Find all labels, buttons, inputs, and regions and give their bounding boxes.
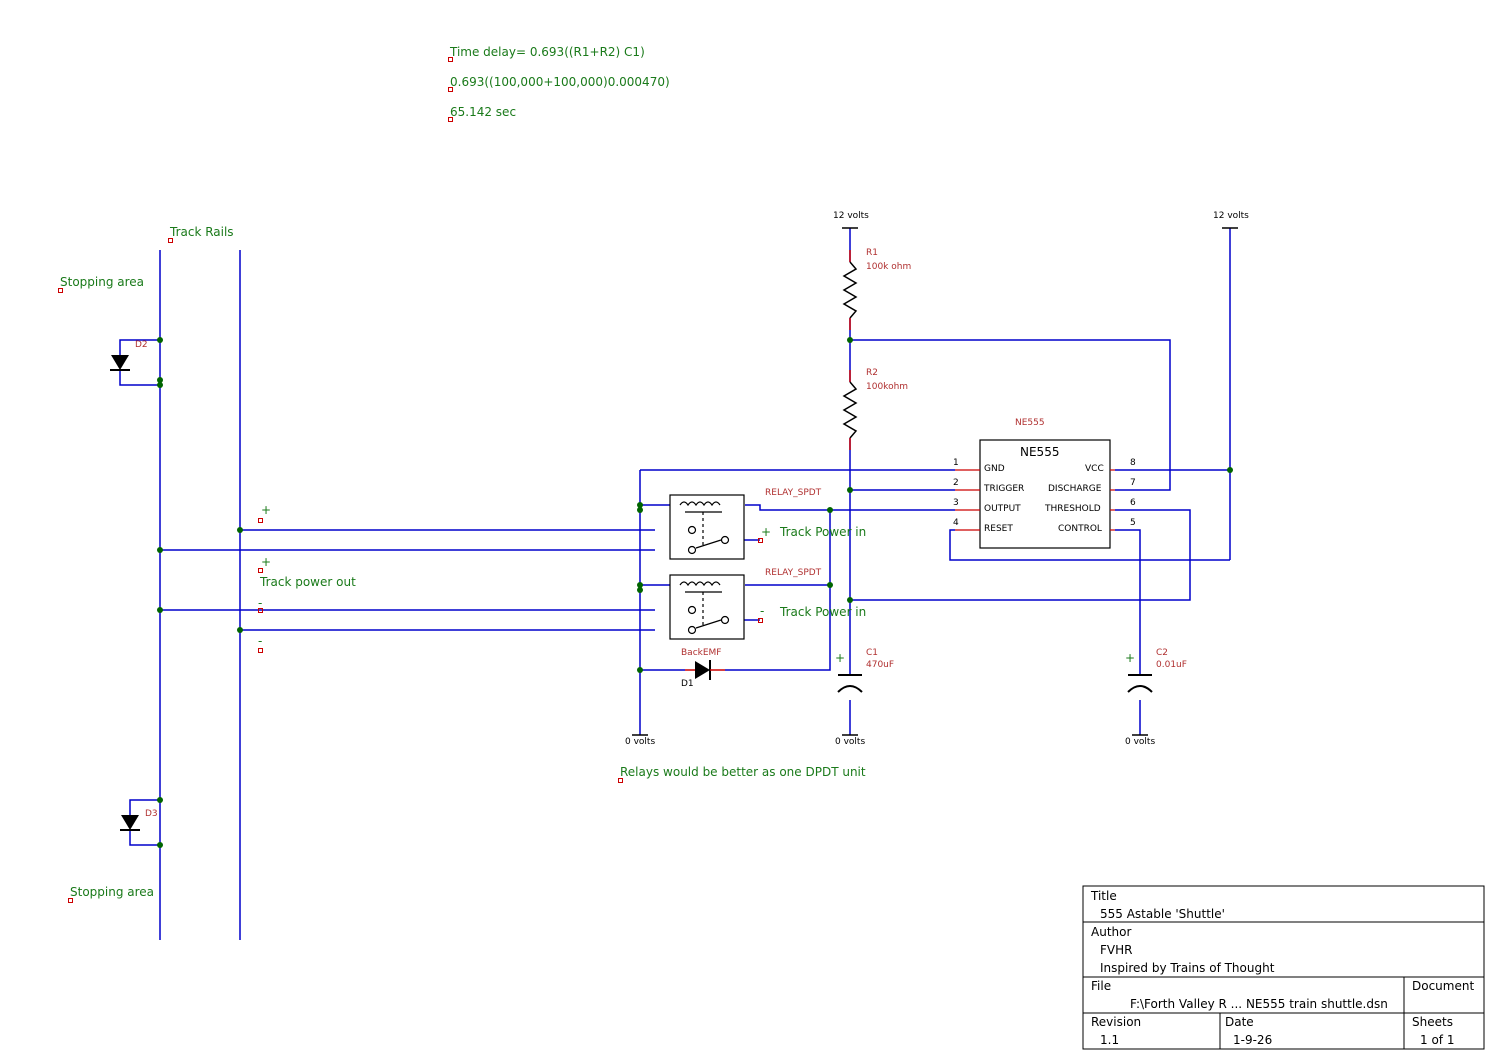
pin-1-name: GND [984,464,1005,474]
relay-2 [669,574,745,640]
ground-0v-label: 0 volts [835,737,866,747]
relays-note: Relays would be better as one DPDT unit [620,765,866,779]
anchor-marker [758,538,763,543]
anchor-marker [258,568,263,573]
resistors [842,250,858,450]
document-label: Document [1412,979,1475,993]
anchor-marker [258,648,263,653]
pin-1-number: 1 [953,458,959,468]
anchor-marker [618,778,623,783]
track-power-in-negative-label: Track Power in [780,605,867,619]
stopping-area-top-label: Stopping area [60,275,145,289]
ground-0v-label: 0 volts [1125,737,1156,747]
plus-sign: + [261,555,272,569]
ground-0v-label: 0 volts [625,737,656,747]
junctions [157,337,1233,848]
d2-ref: D2 [135,340,148,350]
pin-3-name: OUTPUT [984,504,1021,514]
relay-1-label: RELAY_SPDT [765,488,822,498]
supply-symbols [632,227,1238,736]
relay-1 [669,494,745,560]
author-credit: Inspired by Trains of Thought [1100,961,1275,975]
pin-7-number: 7 [1130,478,1136,488]
minus-sign: - [258,634,263,648]
pin-7-name: DISCHARGE [1048,484,1102,494]
revision-label: Revision [1091,1015,1142,1029]
file-value: F:\Forth Valley R ... NE555 train shuttl… [1130,997,1388,1011]
pin-3-number: 3 [953,498,959,508]
pin-5-name: CONTROL [1058,524,1102,534]
title-label: Title [1091,889,1117,903]
ne555-chip [955,439,1115,549]
title-value: 555 Astable 'Shuttle' [1100,907,1225,921]
anchor-marker [68,898,73,903]
date-value: 1-9-26 [1233,1033,1273,1047]
plus-sign: + [761,525,772,539]
author-label: Author [1091,925,1132,939]
c1-value: 470uF [866,660,895,670]
diodes [110,355,725,831]
formula-result: 65.142 sec [450,105,517,119]
r1-ref: R1 [866,248,878,258]
anchor-marker [448,87,453,92]
d1-ref: D1 [681,679,694,689]
formula-line-2: 0.693((100,000+100,000)0.000470) [450,75,670,89]
formula-line-1: Time delay= 0.693((R1+R2) C1) [450,45,645,59]
pin-5-number: 5 [1130,518,1136,528]
sheets-label: Sheets [1412,1015,1453,1029]
revision-value: 1.1 [1100,1033,1120,1047]
sheets-value: 1 of 1 [1420,1033,1455,1047]
c1-polarity: + [835,651,846,665]
anchor-marker [448,57,453,62]
capacitors [837,674,1153,693]
r2-ref: R2 [866,368,878,378]
pin-8-number: 8 [1130,458,1136,468]
anchor-marker [58,288,63,293]
c2-polarity: + [1125,651,1136,665]
pin-6-name: THRESHOLD [1045,504,1101,514]
track-power-out-label: Track power out [260,575,356,589]
file-label: File [1091,979,1112,993]
date-label: Date [1225,1015,1254,1029]
author-value: FVHR [1100,943,1133,957]
plus-sign: + [261,503,272,517]
minus-sign: - [760,604,765,618]
anchor-marker [758,618,763,623]
track-power-in-positive-label: Track Power in [780,525,867,539]
pin-4-name: RESET [984,524,1013,534]
ic-name: NE555 [1020,445,1060,459]
ic-ref-label: NE555 [1015,418,1045,428]
pin-4-number: 4 [953,518,959,528]
wires [119,228,1231,940]
supply-12v-label: 12 volts [1213,211,1249,221]
r1-value: 100k ohm [866,262,912,272]
anchor-marker [448,117,453,122]
track-rails-label: Track Rails [170,225,234,239]
pin-2-name: TRIGGER [984,484,1025,494]
relay-2-label: RELAY_SPDT [765,568,822,578]
pin-2-number: 2 [953,478,959,488]
c1-ref: C1 [866,648,879,658]
c2-value: 0.01uF [1156,660,1187,670]
d1-value: BackEMF [681,648,722,658]
minus-sign: - [258,596,263,610]
d3-ref: D3 [145,809,158,819]
anchor-marker [168,238,173,243]
anchor-marker [258,518,263,523]
anchor-marker [258,608,263,613]
supply-12v-label: 12 volts [833,211,869,221]
r2-value: 100kohm [866,382,909,392]
stopping-area-bottom-label: Stopping area [70,885,155,899]
pin-8-name: VCC [1085,464,1104,474]
c2-ref: C2 [1156,648,1169,658]
pin-6-number: 6 [1130,498,1136,508]
title-block [1082,885,1485,1050]
